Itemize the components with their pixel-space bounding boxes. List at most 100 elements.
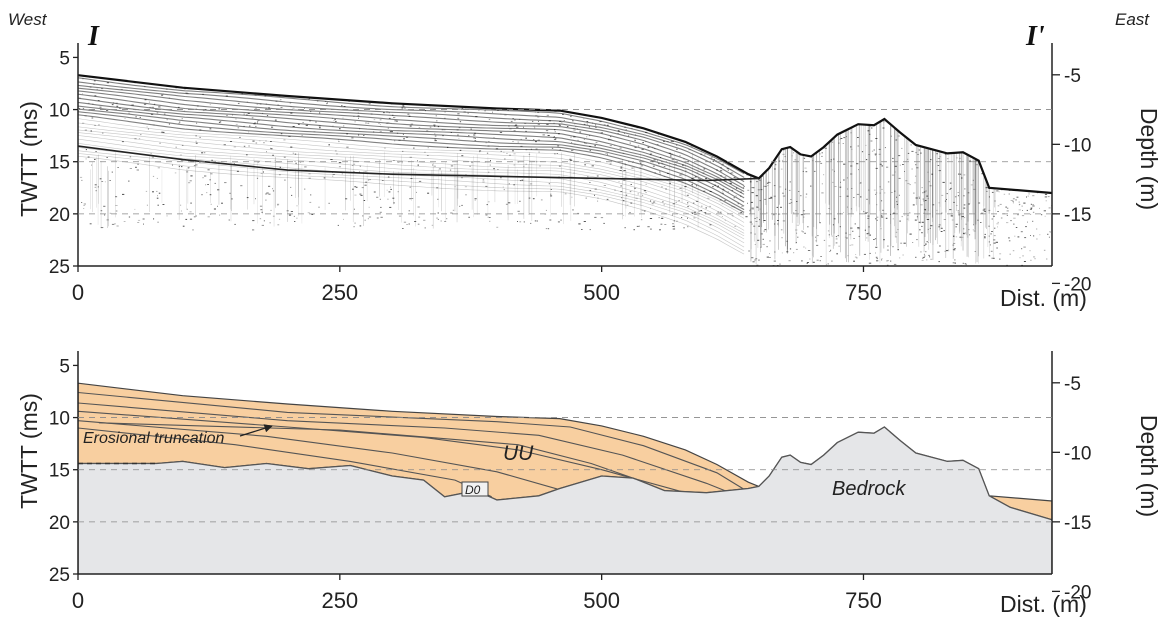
seismic-speckle bbox=[389, 131, 392, 133]
seismic-speckle bbox=[459, 205, 461, 207]
seismic-speckle bbox=[921, 232, 923, 234]
seismic-speckle bbox=[608, 139, 610, 141]
seismic-speckle bbox=[134, 138, 137, 140]
seismic-speckle bbox=[559, 124, 561, 126]
seismic-speckle bbox=[926, 219, 930, 220]
seismic-speckle bbox=[751, 208, 754, 210]
seismic-speckle bbox=[923, 253, 925, 255]
seismic-speckle bbox=[1041, 214, 1043, 216]
seismic-speckle bbox=[513, 125, 517, 127]
seismic-speckle bbox=[296, 217, 298, 219]
seismic-speckle bbox=[310, 194, 312, 196]
seismic-speckle bbox=[731, 190, 734, 192]
seismic-speckle bbox=[663, 166, 666, 167]
seismic-speckle bbox=[233, 146, 236, 148]
seismic-speckle bbox=[156, 112, 159, 114]
seismic-speckle bbox=[150, 153, 152, 155]
seismic-speckle bbox=[679, 155, 681, 157]
seismic-speckle bbox=[104, 214, 106, 216]
seismic-speckle bbox=[225, 95, 228, 97]
seismic-speckle bbox=[973, 188, 976, 190]
seismic-speckle bbox=[82, 122, 85, 124]
seismic-speckle bbox=[115, 196, 118, 198]
seismic-speckle bbox=[988, 235, 990, 237]
seismic-speckle bbox=[149, 106, 152, 108]
seismic-speckle bbox=[403, 138, 405, 140]
seismic-speckle bbox=[254, 94, 257, 96]
seismic-speckle bbox=[790, 202, 793, 204]
seismic-speckle bbox=[341, 105, 343, 107]
seismic-speckle bbox=[658, 217, 660, 219]
seismic-speckle bbox=[671, 214, 673, 216]
seismic-speckle bbox=[683, 158, 685, 160]
seismic-speckle bbox=[425, 110, 426, 112]
seismic-speckle bbox=[334, 150, 337, 152]
seismic-speckle bbox=[232, 114, 233, 116]
seismic-speckle bbox=[899, 164, 901, 166]
seismic-speckle bbox=[360, 194, 363, 196]
seismic-speckle bbox=[87, 156, 90, 158]
seismic-speckle bbox=[608, 138, 610, 140]
seismic-speckle bbox=[495, 148, 499, 150]
seismic-speckle bbox=[229, 192, 231, 194]
seismic-speckle bbox=[796, 232, 798, 234]
seismic-speckle bbox=[457, 118, 459, 120]
depth-tick-label: -5 bbox=[1064, 66, 1081, 87]
seismic-speckle bbox=[561, 122, 563, 124]
seismic-speckle bbox=[505, 203, 508, 205]
twtt-tick-label: 15 bbox=[49, 153, 70, 174]
seismic-speckle bbox=[922, 256, 925, 258]
seismic-speckle bbox=[774, 168, 776, 170]
depth-tick-label: -15 bbox=[1064, 205, 1091, 226]
seismic-speckle bbox=[467, 112, 469, 114]
seismic-speckle bbox=[731, 215, 734, 217]
seismic-speckle bbox=[687, 202, 689, 204]
seismic-speckle bbox=[946, 199, 947, 200]
seismic-speckle bbox=[317, 100, 319, 102]
seismic-speckle bbox=[162, 204, 165, 205]
seismic-speckle bbox=[963, 204, 966, 206]
seismic-speckle bbox=[700, 153, 703, 155]
seismic-speckle bbox=[1030, 207, 1033, 209]
seismic-speckle bbox=[788, 260, 791, 262]
seismic-speckle bbox=[402, 228, 404, 229]
seismic-speckle bbox=[357, 115, 360, 117]
seismic-speckle bbox=[881, 200, 883, 202]
seismic-speckle bbox=[991, 257, 993, 259]
seismic-speckle bbox=[988, 255, 991, 257]
seismic-speckle bbox=[944, 153, 947, 155]
seismic-speckle bbox=[907, 152, 910, 154]
seismic-speckle bbox=[803, 246, 805, 248]
seismic-speckle bbox=[964, 217, 966, 219]
seismic-speckle bbox=[839, 139, 841, 141]
seismic-speckle bbox=[441, 129, 444, 131]
seismic-speckle bbox=[210, 173, 213, 175]
seismic-speckle bbox=[674, 164, 677, 165]
seismic-speckle bbox=[763, 230, 765, 232]
seismic-speckle bbox=[820, 256, 822, 257]
seismic-speckle bbox=[789, 181, 791, 183]
seismic-speckle bbox=[465, 194, 467, 196]
seismic-speckle bbox=[721, 216, 723, 217]
seismic-speckle bbox=[265, 199, 267, 201]
seismic-speckle bbox=[782, 220, 786, 222]
seismic-speckle bbox=[963, 174, 966, 176]
seismic-speckle bbox=[916, 216, 918, 218]
seismic-speckle bbox=[751, 223, 753, 225]
seismic-speckle bbox=[135, 116, 137, 118]
seismic-speckle bbox=[896, 139, 898, 141]
seismic-speckle bbox=[957, 195, 959, 197]
seismic-speckle bbox=[181, 160, 184, 161]
seismic-speckle bbox=[721, 203, 723, 205]
seismic-speckle bbox=[343, 106, 346, 107]
seismic-speckle bbox=[459, 149, 462, 151]
seismic-speckle bbox=[1030, 259, 1032, 261]
seismic-speckle bbox=[866, 233, 868, 235]
seismic-speckle bbox=[864, 229, 866, 231]
seismic-speckle bbox=[672, 203, 675, 205]
seismic-speckle bbox=[846, 195, 849, 197]
seismic-speckle bbox=[1008, 237, 1010, 239]
seismic-speckle bbox=[436, 187, 439, 189]
seismic-speckle bbox=[630, 202, 633, 204]
seismic-speckle bbox=[398, 215, 402, 217]
